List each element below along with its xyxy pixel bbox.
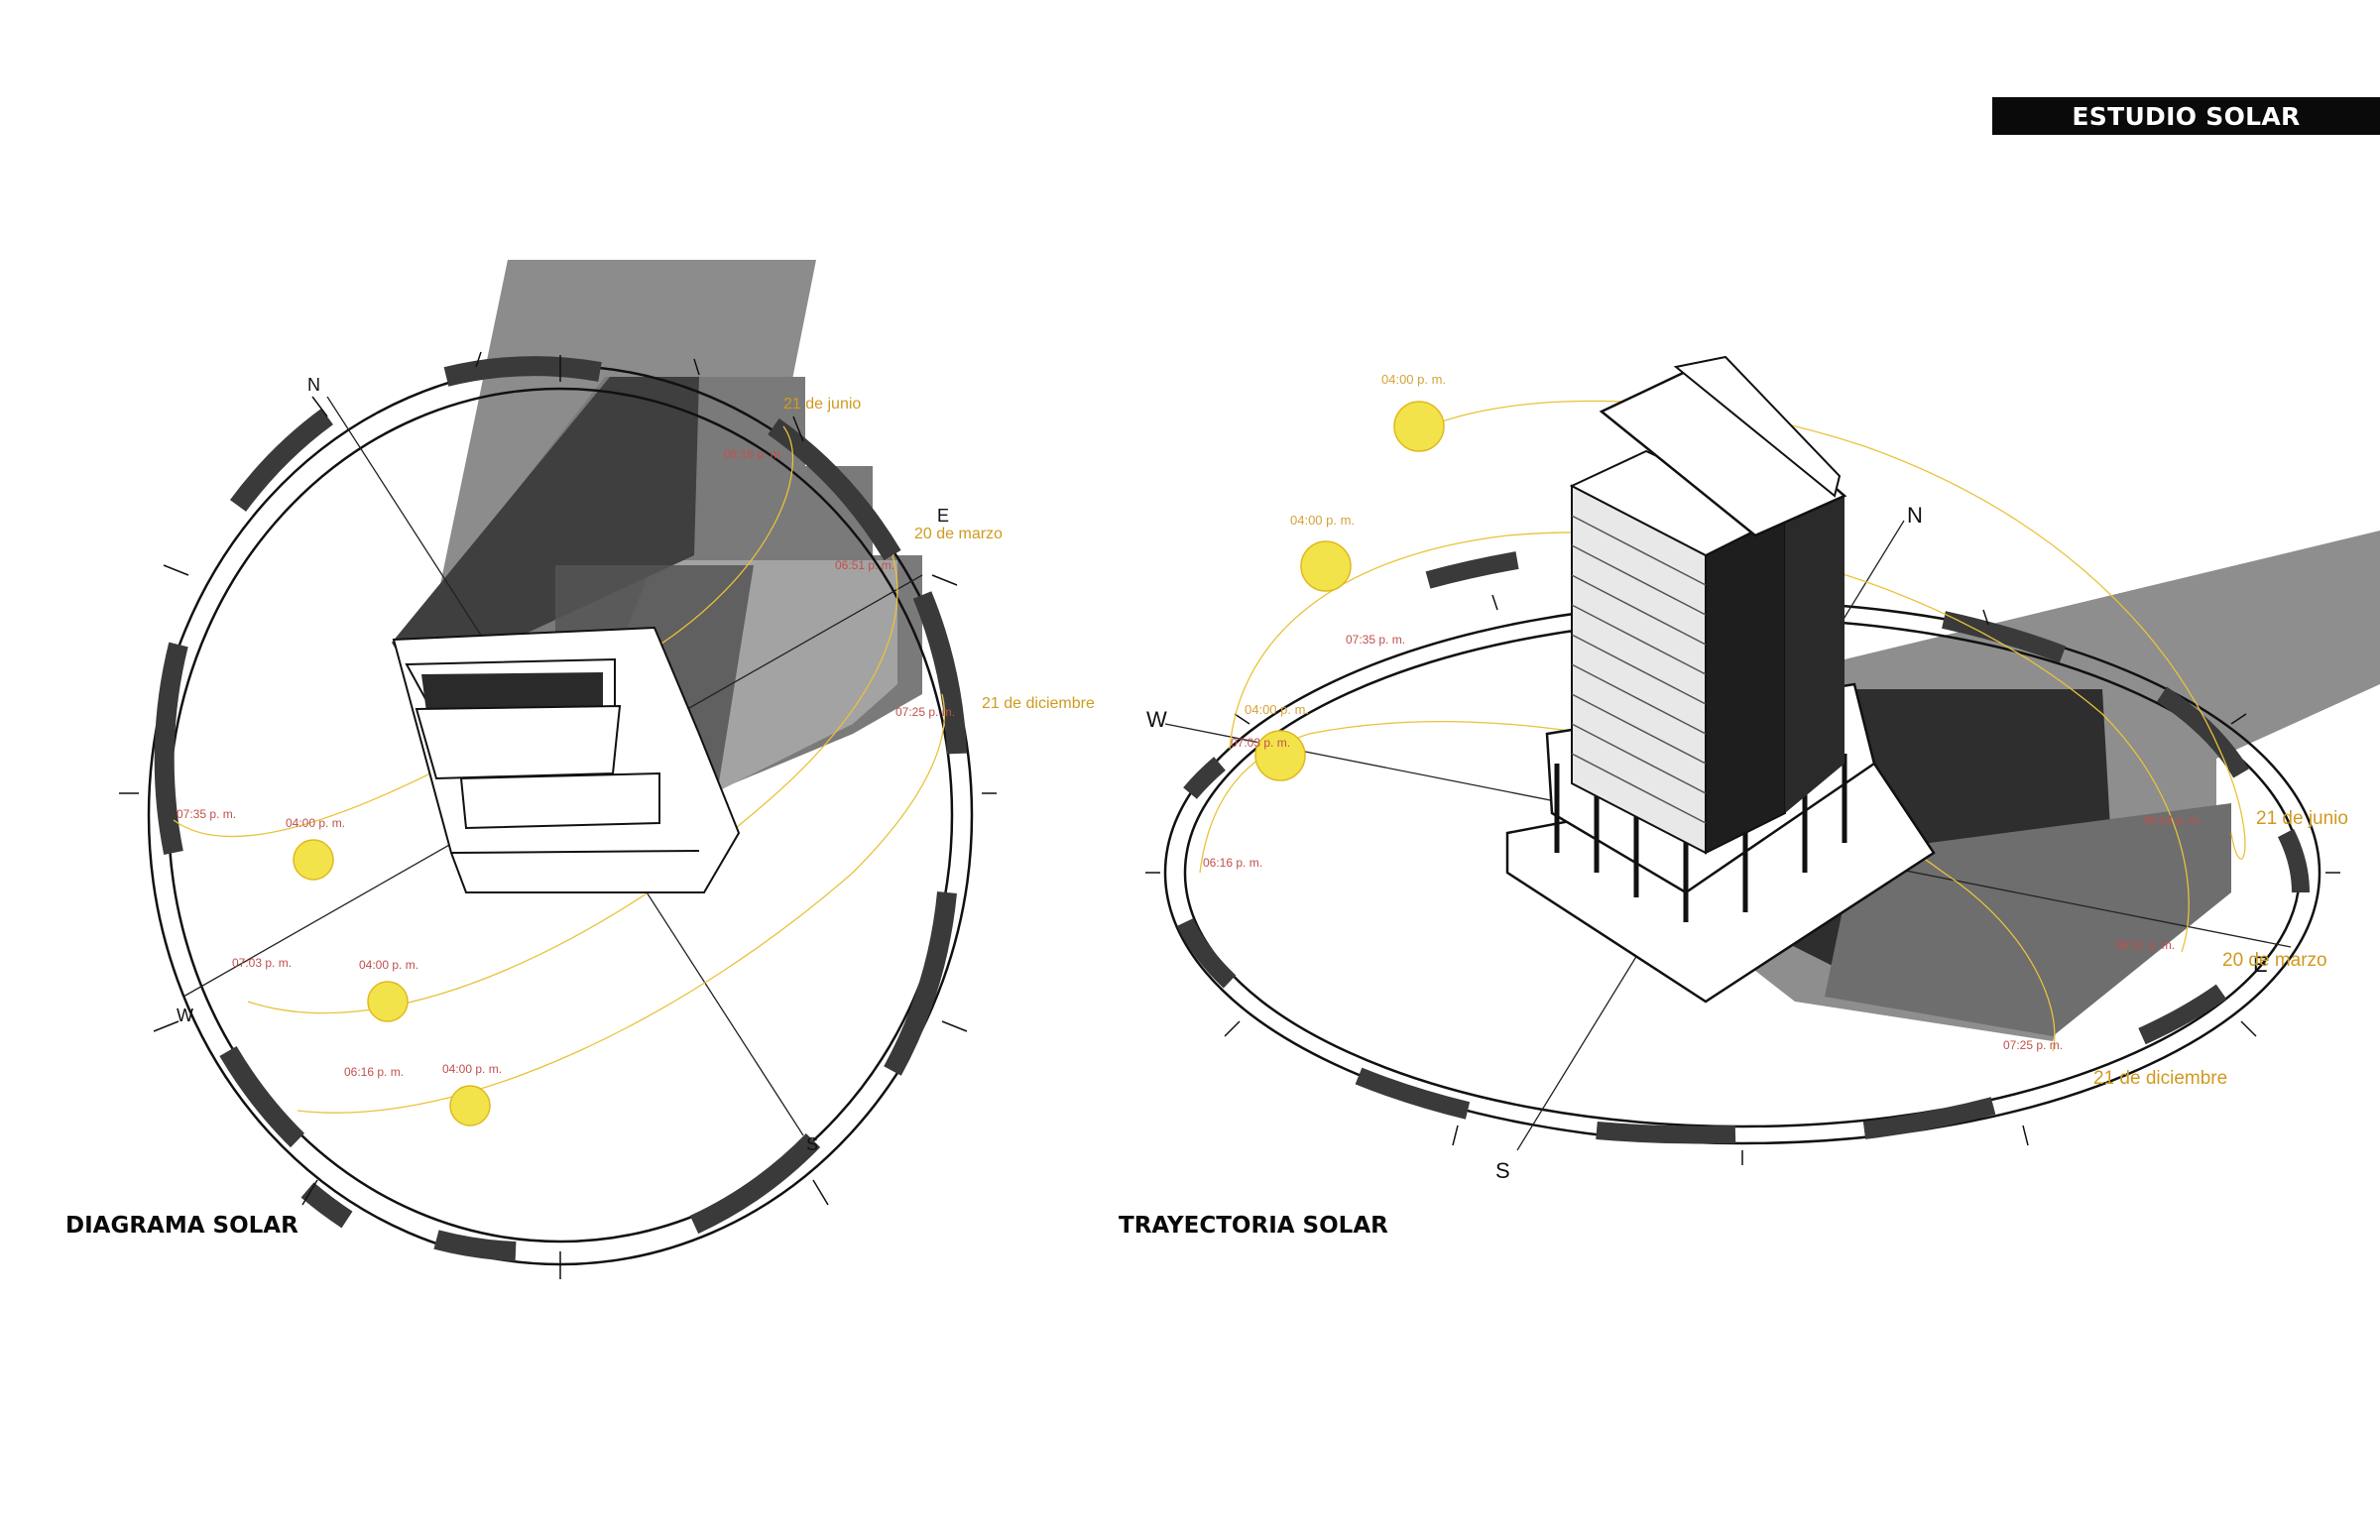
sun-icon — [1300, 540, 1352, 592]
time-label: 07:25 p. m. — [895, 705, 955, 719]
date-label-march: 20 de marzo — [914, 526, 1003, 542]
sun-markers — [293, 839, 491, 1126]
caption-diagrama-solar: DIAGRAMA SOLAR — [65, 1213, 298, 1239]
time-label: 06:16 p. m. — [724, 447, 783, 461]
time-label: 06:51 p. m. — [2115, 938, 2175, 952]
cardinal-w: W — [177, 1006, 193, 1025]
cardinal-n: N — [307, 375, 320, 395]
sun-icon — [1254, 730, 1306, 781]
solar-diagram-axonometric: N E S W 21 de junio 20 de marzo 21 de di… — [1145, 355, 2380, 1183]
time-label: 04:00 p. m. — [1245, 702, 1309, 717]
time-label: 06:16 p. m. — [344, 1065, 404, 1079]
cardinal-e: E — [2253, 952, 2268, 977]
sun-markers — [1254, 401, 1445, 781]
date-label-december: 21 de diciembre — [2093, 1068, 2227, 1089]
caption-trayectoria-solar: TRAYECTORIA SOLAR — [1119, 1213, 1388, 1239]
time-label: 07:25 p. m. — [2003, 1038, 2063, 1052]
sun-icon — [367, 981, 409, 1022]
date-label-june: 21 de junio — [2256, 808, 2348, 829]
time-label: 04:00 p. m. — [1290, 513, 1355, 528]
building-plan — [392, 626, 741, 893]
time-label: 04:00 p. m. — [359, 958, 418, 972]
date-label-june: 21 de junio — [783, 396, 861, 413]
sun-icon — [449, 1085, 491, 1126]
date-label-december: 21 de diciembre — [982, 695, 1095, 712]
cardinal-s: S — [1495, 1158, 1510, 1183]
solar-diagram-plan: N E S W 21 de junio 20 de marzo 21 de di… — [119, 260, 1095, 1279]
time-label: 06:14 p. m. — [2143, 813, 2202, 827]
time-label: 07:35 p. m. — [1346, 633, 1405, 647]
time-label: 04:00 p. m. — [286, 816, 345, 830]
date-label-march: 20 de marzo — [2222, 950, 2327, 971]
cardinal-e: E — [937, 506, 949, 526]
cardinal-n: N — [1907, 503, 1923, 528]
time-label: 06:16 p. m. — [1203, 856, 1262, 870]
cardinal-w: W — [1146, 707, 1167, 732]
sun-icon — [1393, 401, 1445, 452]
building-tower — [1505, 355, 1936, 1004]
compass-ring — [1145, 520, 2340, 1165]
time-label: 07:03 p. m. — [232, 956, 292, 970]
cardinal-s: S — [806, 1134, 818, 1154]
page-title: ESTUDIO SOLAR — [1992, 97, 2380, 135]
time-label: 06:51 p. m. — [835, 558, 894, 572]
sun-icon — [293, 839, 334, 881]
time-label: 04:00 p. m. — [1381, 372, 1446, 387]
time-label: 07:03 p. m. — [1231, 736, 1290, 750]
time-label: 07:35 p. m. — [177, 807, 236, 821]
time-label: 04:00 p. m. — [442, 1062, 502, 1076]
